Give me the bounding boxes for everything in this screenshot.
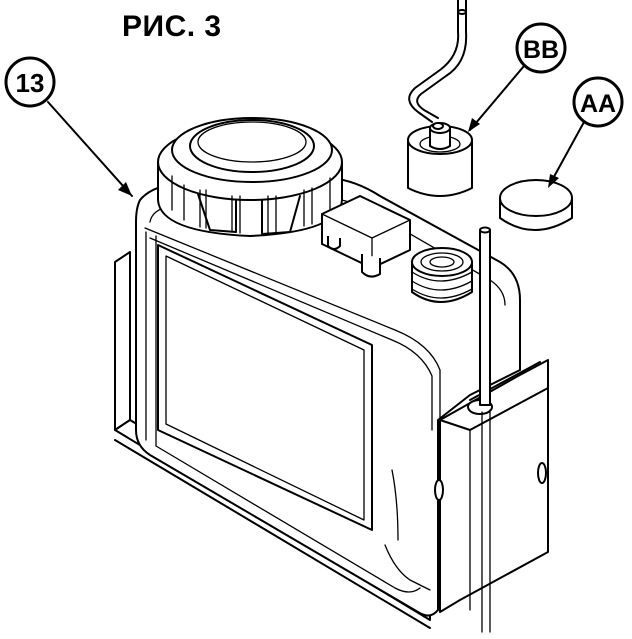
vent-fitting bbox=[321, 195, 411, 278]
cap-aa bbox=[499, 179, 573, 231]
dip-tube bbox=[479, 226, 491, 633]
callout-bb-label: BB bbox=[523, 36, 559, 64]
cap-bb bbox=[407, 0, 473, 197]
callout-leaders bbox=[47, 65, 585, 197]
callout-aa: AA bbox=[572, 76, 624, 128]
figure-title: РИС. 3 bbox=[122, 10, 222, 43]
callout-13: 13 bbox=[4, 56, 56, 108]
large-filler-cap bbox=[157, 117, 343, 237]
callout-aa-label: AA bbox=[580, 90, 616, 118]
callout-13-label: 13 bbox=[16, 68, 45, 98]
small-filler-neck bbox=[411, 247, 473, 303]
callout-bb: BB bbox=[515, 22, 567, 74]
